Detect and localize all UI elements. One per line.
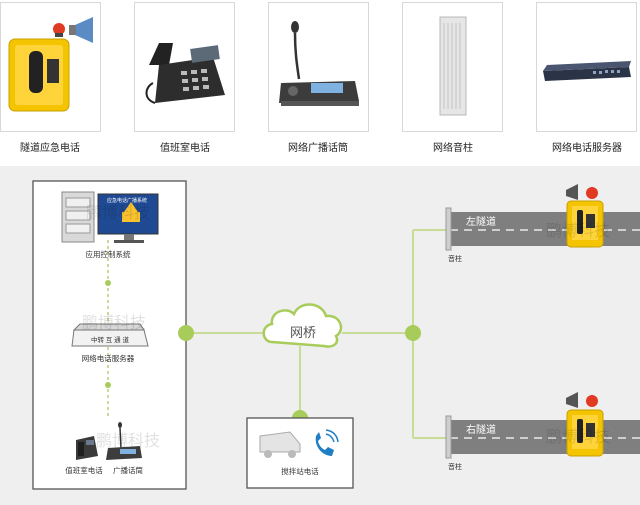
bridge-label: 网桥 — [290, 325, 316, 340]
duty-phone-label: 值班室电话 — [65, 465, 103, 475]
product-label: 隧道应急电话 — [20, 143, 80, 154]
tunnel-emergency-phone-icon — [566, 392, 604, 457]
node-tunnel — [405, 325, 421, 341]
speaker-label: 音柱 — [448, 462, 462, 471]
broadcast-mic-icon — [106, 422, 142, 460]
node-small — [105, 280, 111, 286]
product-card-paging-mic — [268, 2, 369, 132]
desk-phone-icon — [145, 43, 225, 104]
product-label: 网络电话服务器 — [552, 143, 622, 154]
control-system-label: 应用控制系统 — [86, 249, 131, 259]
product-showcase: 隧道应急电话 值班室电话 网络广播话筒 — [0, 0, 640, 166]
product-label: 网络音柱 — [433, 143, 473, 154]
right-tunnel — [445, 415, 640, 459]
phone-handset-icon — [315, 429, 339, 456]
watermark: 鹏博科技 — [546, 222, 610, 240]
paging-microphone-icon — [279, 21, 359, 106]
speaker-label: 音柱 — [448, 254, 462, 263]
tunnel-emergency-phone-icon — [566, 184, 604, 248]
product-card-emergency-phone — [0, 2, 101, 132]
server-label: 网络电话服务器 — [82, 353, 135, 363]
right-tunnel-label: 右隧道 — [466, 423, 496, 436]
control-screen-text: 应急电话广播系统 — [107, 197, 147, 204]
rack-server-icon — [543, 61, 631, 81]
server-icon — [71, 323, 149, 347]
node-small — [105, 382, 111, 388]
left-tunnel-label: 左隧道 — [466, 215, 496, 228]
left-tunnel — [445, 207, 640, 251]
node-control — [178, 325, 194, 341]
watermark: 鹏博科技 — [86, 204, 150, 222]
bridge-cloud-icon — [262, 303, 343, 348]
product-label: 值班室电话 — [160, 143, 210, 154]
product-label: 网络广播话筒 — [288, 143, 348, 154]
mic-label: 广播话筒 — [113, 465, 143, 475]
station-label: 搅拌站电话 — [281, 466, 319, 476]
yellow-emergency-phone-icon — [8, 17, 93, 112]
product-card-column-speaker — [402, 2, 503, 132]
watermark: 鹏博科技 — [96, 432, 160, 450]
server-box-text: 中转 互 通 道 — [91, 335, 129, 344]
column-speaker-icon — [439, 16, 467, 116]
mixer-truck-icon — [259, 431, 301, 458]
duty-phone-icon — [76, 436, 98, 460]
watermark: 鹏博科技 — [82, 314, 146, 332]
control-system-icon — [61, 191, 159, 243]
station-box — [246, 417, 354, 489]
product-card-rack-server — [536, 2, 637, 132]
network-nodes — [105, 280, 421, 426]
watermark: 鹏博科技 — [546, 428, 610, 446]
product-card-desk-phone — [134, 2, 235, 132]
